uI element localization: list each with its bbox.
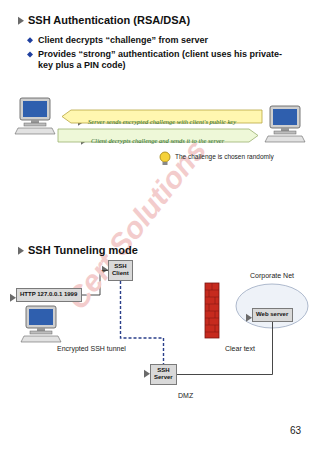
slide-frame: Server sends encrypted challenge with cl… <box>10 8 310 223</box>
slide-frame: SSH ClientHTTP 127.0.0.1 1999Web serverS… <box>10 238 310 413</box>
corporate-cloud <box>236 284 308 328</box>
watermark: Cert Solutions <box>60 133 213 315</box>
box-text: SSH Client <box>112 263 129 277</box>
bullet-marker <box>27 37 33 43</box>
zone-label: DMZ <box>178 392 193 399</box>
connector <box>177 322 273 375</box>
http-box: HTTP 127.0.0.1 1999 <box>16 288 82 302</box>
message-arrow: Server sends encrypted challenge with cl… <box>62 110 262 123</box>
client-computer <box>15 98 55 134</box>
web-server-box: Web server <box>252 308 293 322</box>
bullet-text: Provides “strong” authentication (client… <box>38 49 288 72</box>
box-text: SSH Server <box>154 367 173 381</box>
bullet-text: Client decrypts “challenge” from server <box>38 35 304 46</box>
message-arrow: Client decrypts challenge and sends it t… <box>58 129 258 142</box>
message-text: Server sends encrypted challenge with cl… <box>88 115 236 128</box>
zone-label: Corporate Net <box>250 272 294 279</box>
ssh-server-box: SSH Server <box>150 364 177 385</box>
server-computer <box>265 106 305 142</box>
title-marker <box>18 247 24 255</box>
firewall <box>205 283 219 338</box>
edge-label: Encrypted SSH tunnel <box>56 345 127 352</box>
user-computer <box>21 306 61 342</box>
bullet-marker <box>27 52 33 58</box>
box-text: Web server <box>256 311 288 318</box>
edge-label: Clear text <box>224 345 256 352</box>
connector <box>121 281 164 364</box>
box-text: HTTP 127.0.0.1 1999 <box>20 291 77 298</box>
ssh-client-box: SSH Client <box>108 260 133 281</box>
page-number: 63 <box>290 425 301 436</box>
slide-title: SSH Authentication (RSA/DSA) <box>28 14 304 28</box>
title-marker <box>18 17 24 25</box>
slide-title: SSH Tunneling mode <box>28 244 304 258</box>
message-text: Client decrypts challenge and sends it t… <box>91 134 224 147</box>
